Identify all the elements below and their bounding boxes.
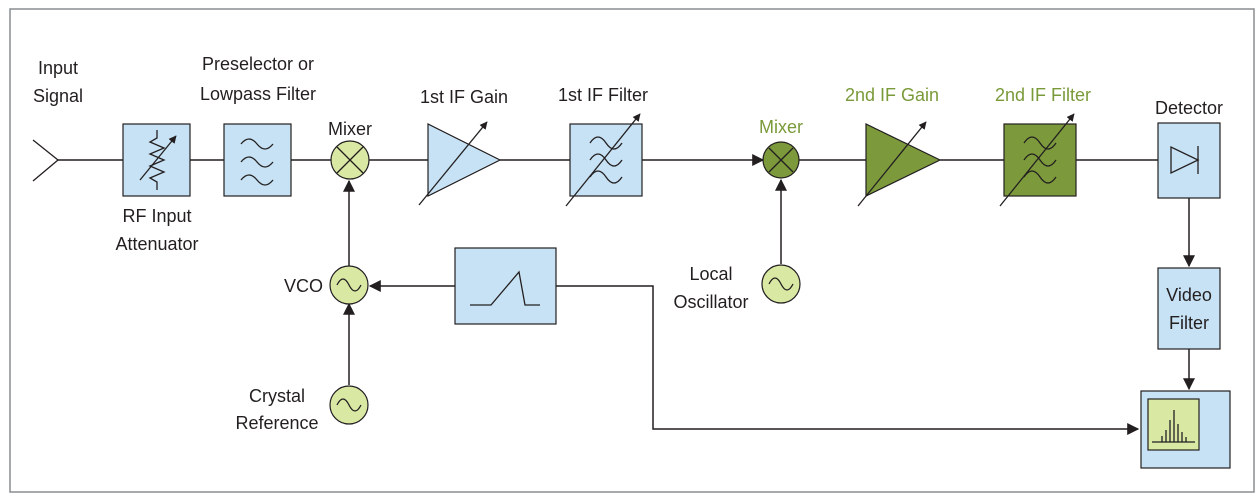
local-oscillator-label: Oscillator (673, 292, 748, 312)
if2-filter-label: 2nd IF Filter (995, 85, 1091, 105)
if1-filter-label: 1st IF Filter (558, 85, 648, 105)
sine-oscillator-icon (329, 265, 369, 305)
local-oscillator-label: Local (689, 264, 732, 284)
variable-amplifier-icon (857, 121, 942, 207)
input-signal-label: Input (38, 58, 78, 78)
video-filter-box (1157, 267, 1221, 350)
video-filter-label: Video (1166, 285, 1212, 305)
variable-amplifier-icon (418, 121, 502, 206)
sweep-ramp-generator-icon (454, 247, 557, 325)
detector-label: Detector (1155, 98, 1223, 118)
vco-label: VCO (284, 276, 323, 296)
variable-attenuator-icon (122, 123, 191, 197)
variable-bandpass-filter-icon (999, 113, 1077, 207)
spectrum-display-icon (1140, 390, 1231, 469)
if1-gain-label: 1st IF Gain (420, 87, 508, 107)
mixer-icon (330, 140, 370, 180)
preselector-label: Preselector or (202, 54, 314, 74)
if2-gain-label: 2nd IF Gain (845, 85, 939, 105)
preselector-label: Lowpass Filter (200, 84, 316, 104)
lowpass-filter-icon (223, 123, 292, 197)
sine-oscillator-icon (329, 385, 369, 425)
input-signal-label: Signal (33, 86, 83, 106)
rf-attenuator-label: Attenuator (115, 234, 198, 254)
rf-attenuator-label: RF Input (122, 206, 191, 226)
antenna-icon (32, 139, 60, 182)
crystal-reference-label: Reference (235, 413, 318, 433)
diode-detector-icon (1157, 122, 1221, 199)
crystal-reference-label: Crystal (249, 386, 305, 406)
mixer-icon (762, 141, 800, 179)
mixer-label: Mixer (759, 117, 803, 137)
variable-bandpass-filter-icon (565, 113, 643, 207)
signal-path-wires (58, 154, 1195, 435)
video-filter-label: Filter (1169, 313, 1209, 333)
diagram-frame (9, 8, 1255, 493)
sine-oscillator-icon (761, 264, 801, 304)
mixer-label: Mixer (328, 119, 372, 139)
